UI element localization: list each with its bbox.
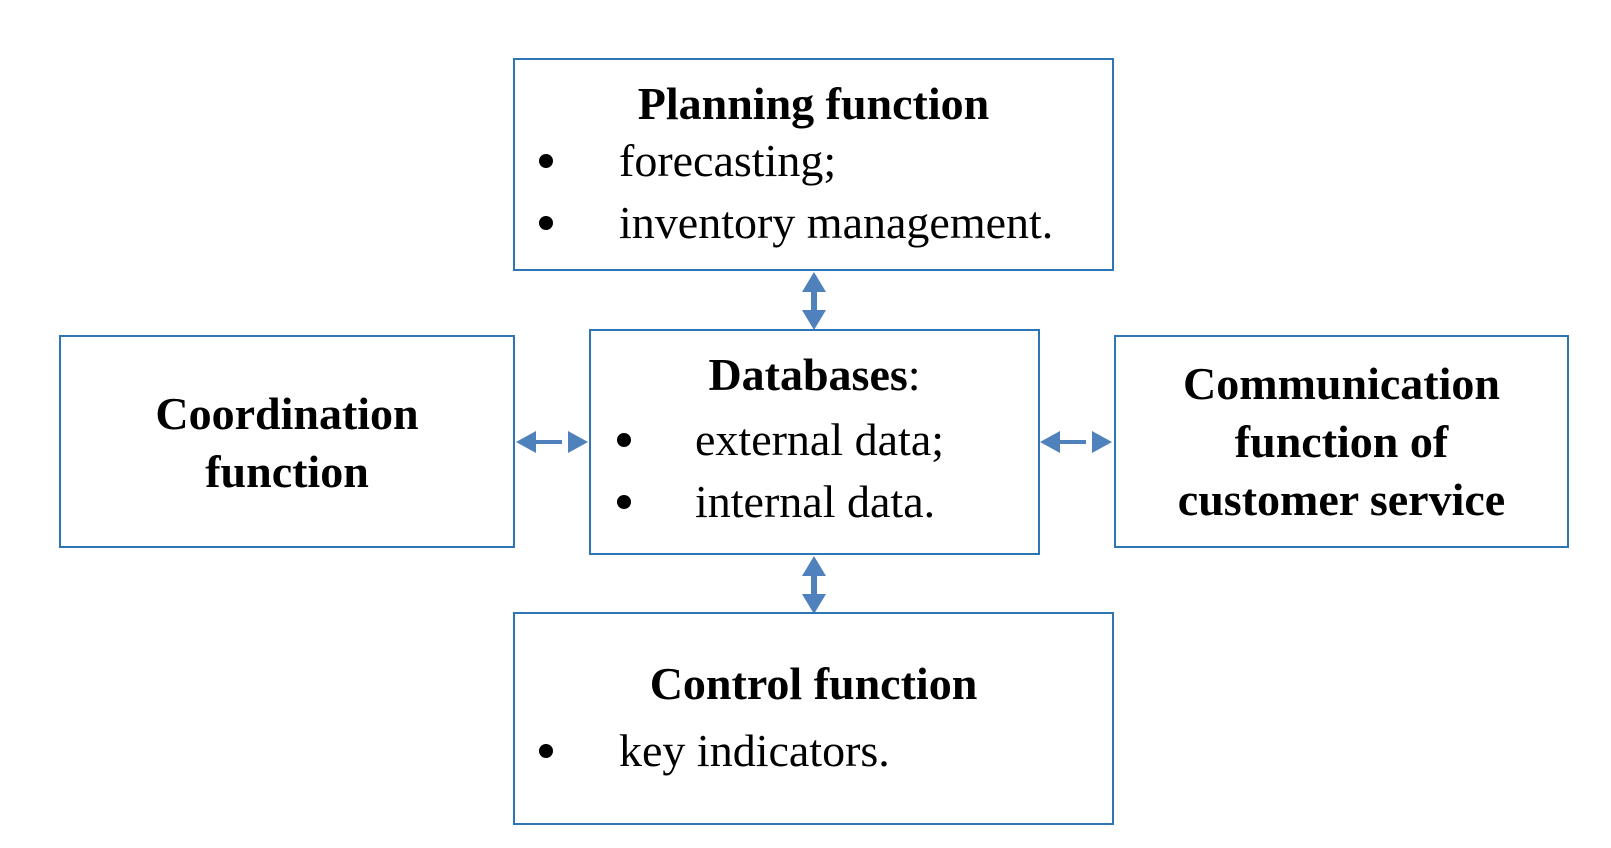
coordination-function-title: Coordination function <box>61 385 513 501</box>
list-item-text: key indicators. <box>619 725 890 776</box>
arrow-coordination-databases <box>516 431 588 453</box>
arrow-databases-communication <box>1040 431 1112 453</box>
list-item: external data; <box>605 409 944 471</box>
databases-title: Databases: <box>591 349 1038 402</box>
communication-function-title: Communication function of customer servi… <box>1116 355 1567 529</box>
list-item-text: inventory management. <box>619 197 1054 248</box>
control-function-list: key indicators. <box>529 720 890 782</box>
communication-function-box: Communication function of customer servi… <box>1114 335 1569 548</box>
bullet-icon <box>539 744 553 758</box>
coordination-title-line1: Coordination <box>155 388 419 439</box>
coordination-title-line2: function <box>205 446 369 497</box>
list-item-text: internal data. <box>695 476 936 527</box>
arrow-databases-control <box>802 556 826 614</box>
list-item: key indicators. <box>529 720 890 782</box>
coordination-function-box: Coordination function <box>59 335 515 548</box>
list-item: inventory management. <box>529 192 1053 254</box>
databases-list: external data; internal data. <box>605 409 944 533</box>
databases-title-colon: : <box>907 349 921 400</box>
databases-box: Databases: external data; internal data. <box>589 329 1040 555</box>
list-item-text: external data; <box>695 414 945 465</box>
list-item-text: forecasting; <box>619 135 837 186</box>
planning-function-list: forecasting; inventory management. <box>529 130 1053 254</box>
communication-title-line3: customer service <box>1177 474 1506 525</box>
planning-function-title: Planning function <box>637 78 990 129</box>
bullet-icon <box>617 495 631 509</box>
list-item: internal data. <box>605 471 944 533</box>
communication-title-line1: Communication <box>1183 358 1500 409</box>
bullet-icon <box>539 216 553 230</box>
control-function-box: Control function key indicators. <box>513 612 1114 825</box>
list-item: forecasting; <box>529 130 1053 192</box>
planning-function-box: Planning function forecasting; inventory… <box>513 58 1114 271</box>
arrow-planning-databases <box>802 272 826 330</box>
databases-title-text: Databases <box>708 349 908 400</box>
communication-title-line2: function of <box>1234 416 1449 467</box>
control-function-title: Control function <box>649 658 978 709</box>
bullet-icon <box>539 154 553 168</box>
bullet-icon <box>617 433 631 447</box>
